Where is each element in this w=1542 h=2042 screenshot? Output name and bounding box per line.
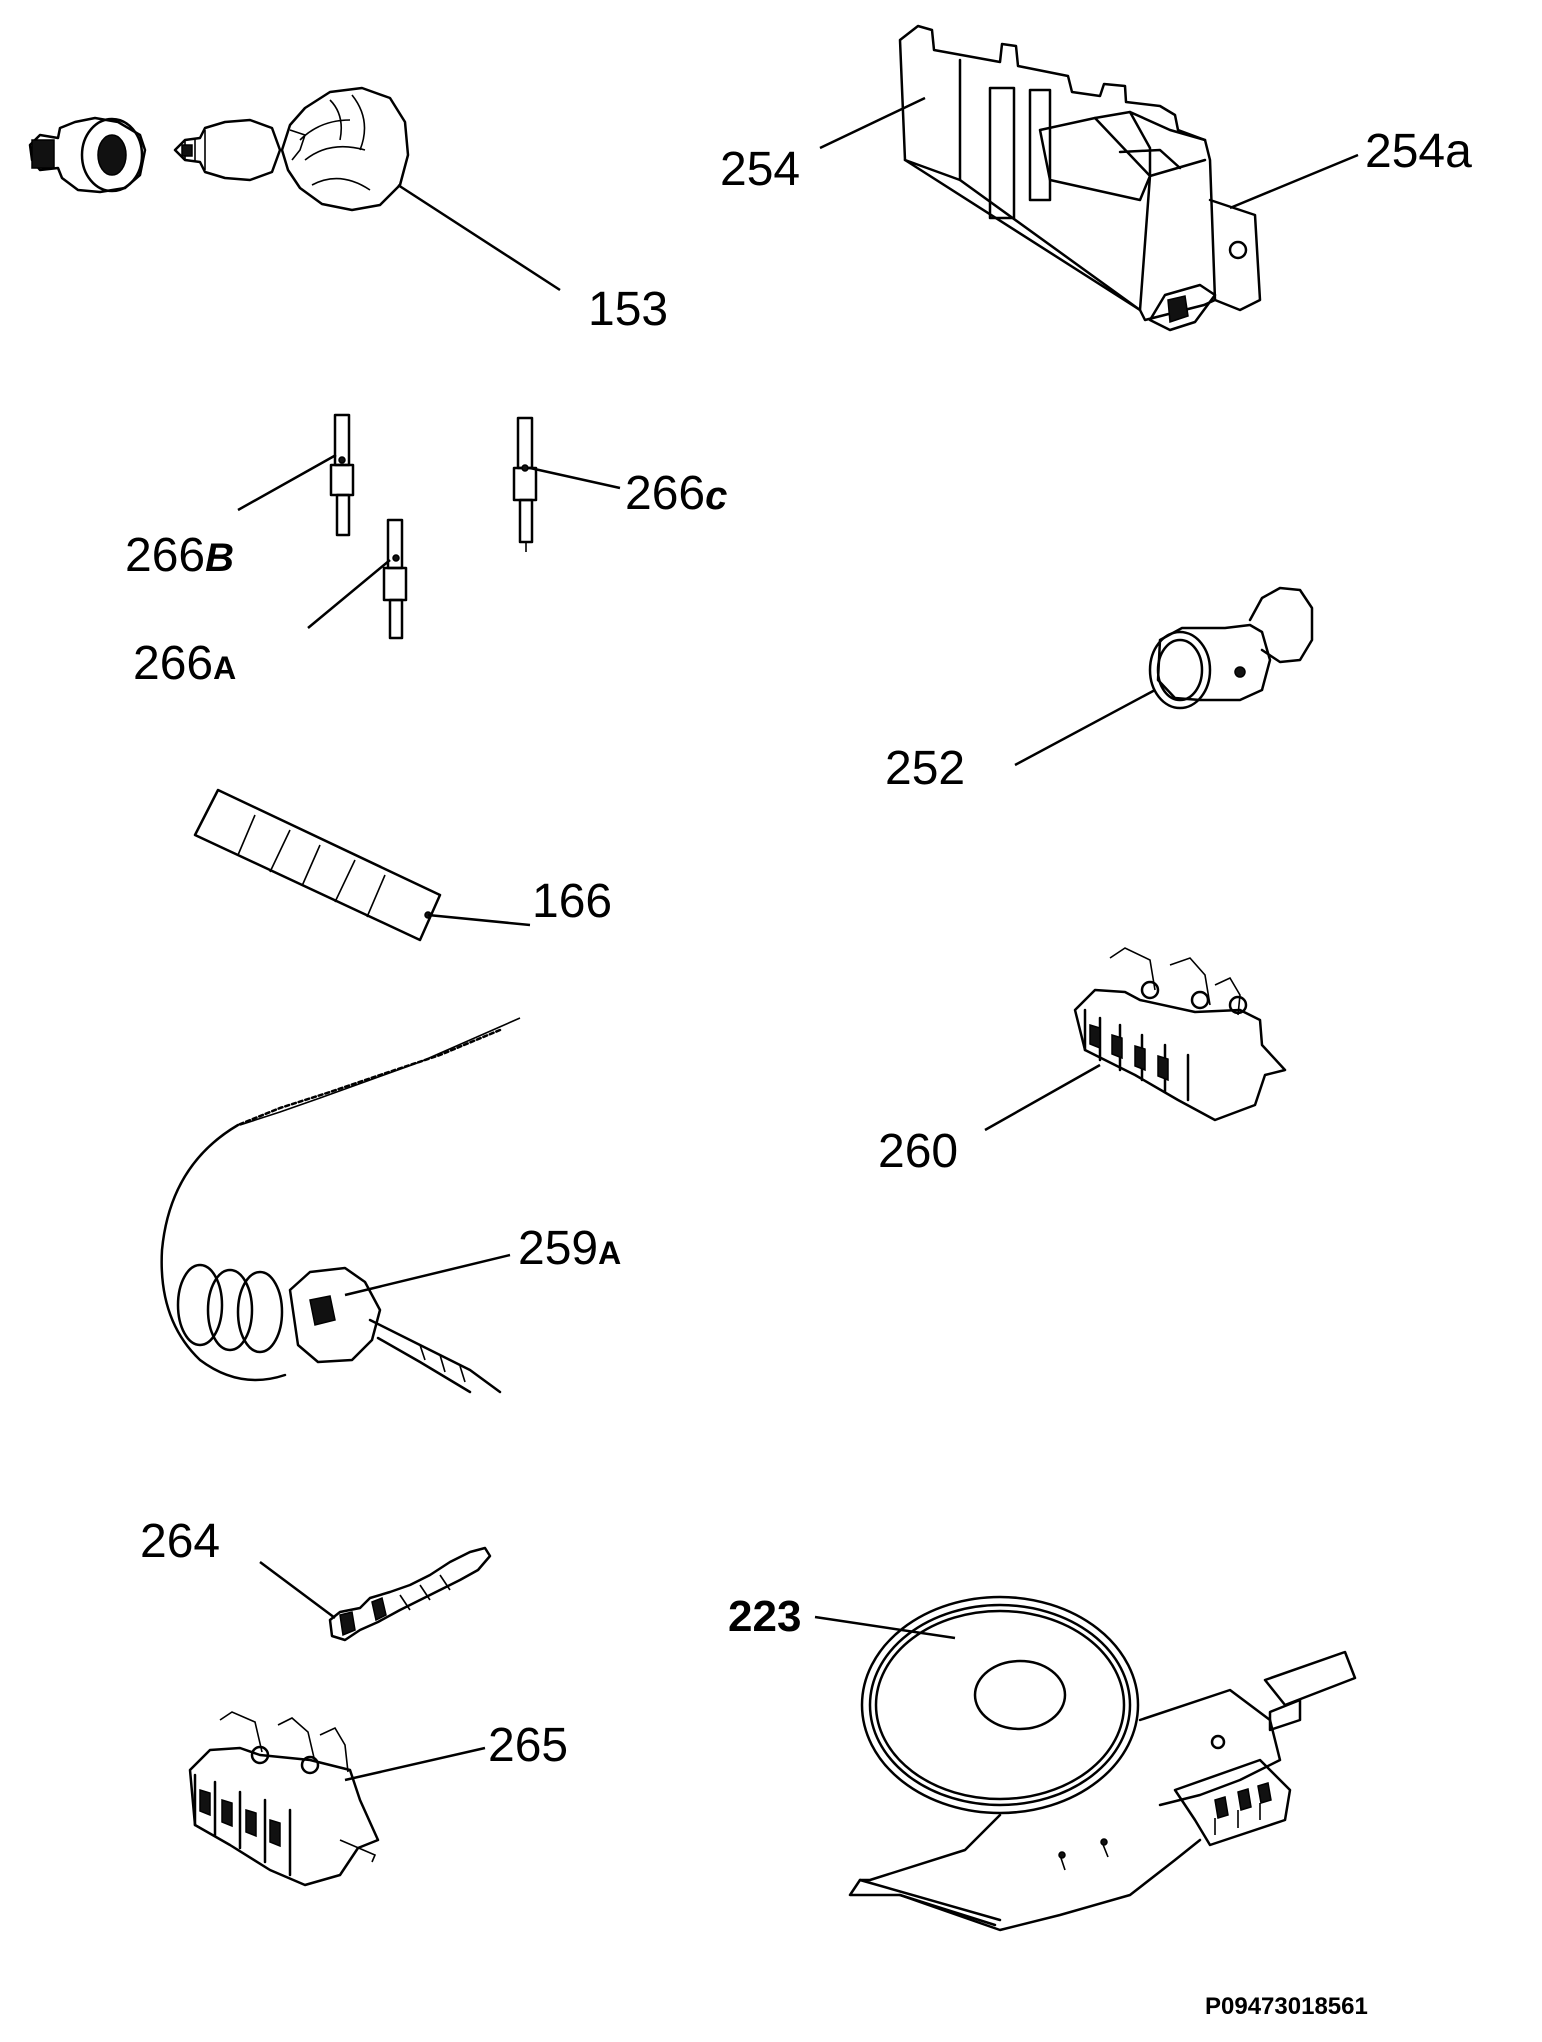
label-264: 264: [140, 1515, 221, 1568]
part-266c-electrode: [512, 416, 538, 552]
label-259a: 259A: [518, 1222, 622, 1275]
leader-153: [397, 183, 561, 292]
label-265: 265: [488, 1719, 569, 1772]
leader-223: [814, 1615, 956, 1640]
leader-166: [427, 913, 531, 927]
leader-264: [259, 1560, 336, 1620]
part-252-indicator-lamp: [1148, 586, 1314, 710]
part-266a-electrode: [382, 518, 408, 640]
part-223-hotplate: [848, 1595, 1357, 1932]
part-260-terminal-block: [1073, 947, 1287, 1122]
leader-265: [344, 1746, 486, 1782]
leader-254a: [1229, 153, 1359, 210]
leader-266b: [237, 453, 337, 512]
leader-259a: [344, 1253, 511, 1297]
label-254: 254: [720, 143, 801, 196]
part-265-terminal-block: [188, 1711, 380, 1887]
label-252: 252: [885, 742, 966, 795]
leader-254: [819, 96, 926, 150]
label-266b: 266B: [125, 529, 234, 582]
label-153: 153: [588, 283, 669, 336]
document-code: P09473018561: [1205, 1993, 1368, 2020]
part-266b-electrode: [329, 413, 355, 537]
label-260: 260: [878, 1125, 959, 1178]
label-223: 223: [728, 1592, 802, 1641]
label-166: 166: [532, 875, 613, 928]
part-264-connector: [328, 1546, 492, 1642]
leader-266a: [307, 559, 391, 629]
part-254-ignition-generator: [898, 24, 1262, 332]
part-153-oven-lamp: [28, 86, 410, 212]
part-259a-thermostat: [160, 1017, 521, 1394]
part-166-label-strip: [193, 788, 442, 942]
label-266c: 266c: [625, 467, 728, 520]
label-254a: 254a: [1365, 125, 1472, 178]
leader-252: [1014, 688, 1156, 767]
leader-266c: [529, 466, 621, 490]
label-266a: 266A: [133, 637, 237, 690]
leader-260: [984, 1063, 1101, 1132]
